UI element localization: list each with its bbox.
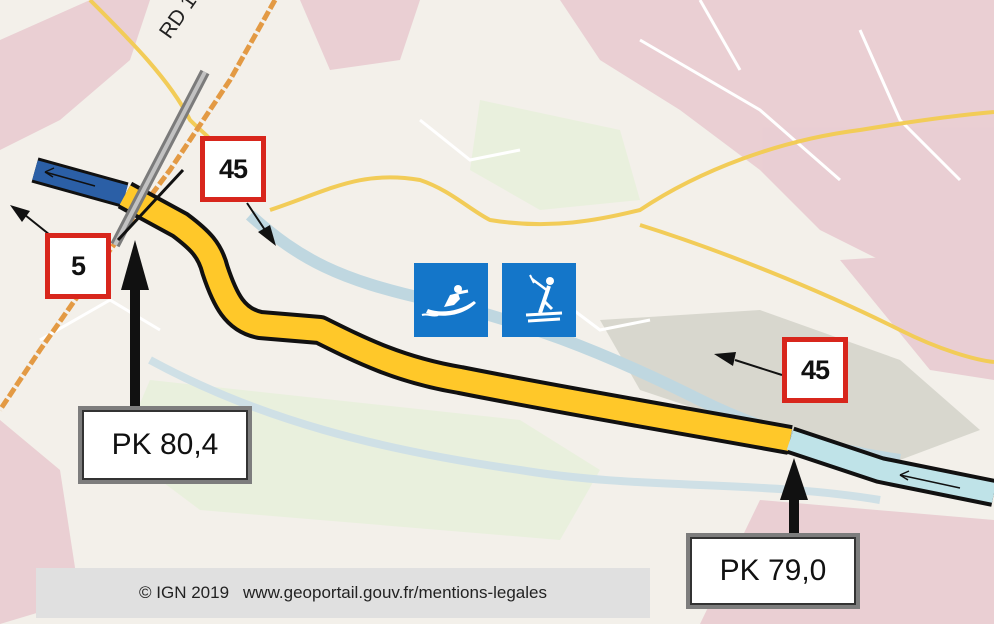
copyright-text: © IGN 2019 (139, 583, 230, 602)
pk-arrow-80-4 (130, 282, 140, 410)
activity-water-ski[interactable] (502, 263, 576, 337)
speed-limit-sign[interactable]: 45 (200, 136, 266, 202)
speed-limit-value: 45 (800, 354, 830, 385)
bridge-rd15-center (113, 71, 207, 246)
attribution-bar: © IGN 2019 www.geoportail.gouv.fr/mentio… (36, 568, 650, 618)
legal-link[interactable]: www.geoportail.gouv.fr/mentions-legales (243, 583, 547, 602)
pk-label[interactable]: PK 79,0 (690, 537, 856, 605)
pk-label[interactable]: PK 80,4 (82, 410, 248, 480)
section-main (119, 185, 792, 451)
flow-arrow-downstream-head (899, 470, 910, 481)
sign-pointers (10, 202, 783, 376)
pk-arrow-79-0 (789, 495, 799, 540)
streets (39, 0, 962, 342)
bridge-rd15-shadow (116, 168, 185, 242)
speed-limit-sign[interactable]: 45 (782, 337, 848, 403)
pk-label-text: PK 79,0 (719, 554, 827, 587)
activity-jet-ski[interactable] (414, 263, 488, 337)
section-downstream (786, 430, 994, 503)
speed-limit-value: 5 (70, 250, 86, 281)
speed-limit-sign[interactable]: 5 (45, 233, 111, 299)
pk-arrow-79-0-head (780, 458, 808, 500)
pk-label-text: PK 80,4 (111, 428, 219, 461)
flow-arrow-upstream (44, 171, 96, 187)
jet-ski-icon (421, 285, 476, 317)
pk-arrow-80-4-head (121, 240, 149, 290)
road-yellow-east (639, 223, 994, 364)
flow-arrow-downstream (899, 474, 961, 489)
flow-arrow-upstream-head (44, 167, 55, 178)
water-ski-icon (525, 274, 563, 323)
pk-arrows (121, 240, 808, 540)
speed-limit-value: 45 (218, 153, 248, 184)
road-yellow-north (269, 110, 994, 227)
canal (148, 356, 881, 504)
